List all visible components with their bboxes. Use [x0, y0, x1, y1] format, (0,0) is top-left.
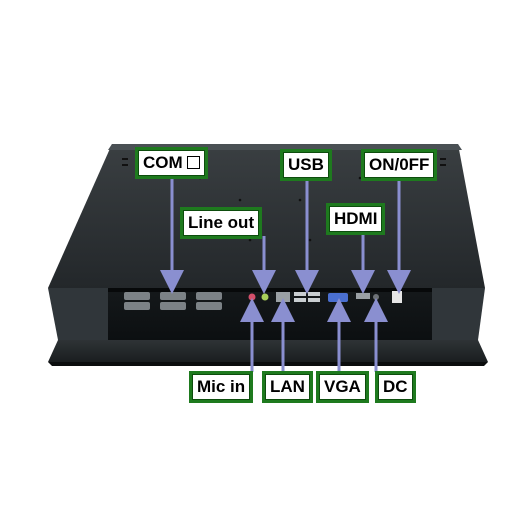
dc-label: DC [375, 371, 416, 403]
mic-in-label: Mic in [189, 371, 254, 403]
line-out-label: Line out [180, 207, 263, 239]
vga-label: VGA [316, 371, 369, 403]
mic-in-jack [248, 293, 256, 301]
lan-label: LAN [262, 371, 313, 403]
hdmi-label: HDMI [326, 203, 386, 235]
line-out-jack [261, 293, 269, 301]
square-icon [186, 156, 200, 169]
com-port-1 [124, 292, 150, 310]
com-label: COM [135, 147, 208, 179]
vga-port [328, 293, 348, 302]
on-off-label: ON/0FF [361, 149, 438, 181]
usb-ports [294, 292, 320, 302]
io-panel [108, 288, 432, 340]
com-port-2 [160, 292, 186, 310]
com-port-3 [196, 292, 222, 310]
hdmi-port [356, 293, 370, 299]
dc-jack [373, 294, 379, 300]
usb-label: USB [280, 149, 332, 181]
lan-port [276, 292, 290, 302]
power-switch [392, 291, 402, 303]
callout-arrows [160, 178, 411, 372]
